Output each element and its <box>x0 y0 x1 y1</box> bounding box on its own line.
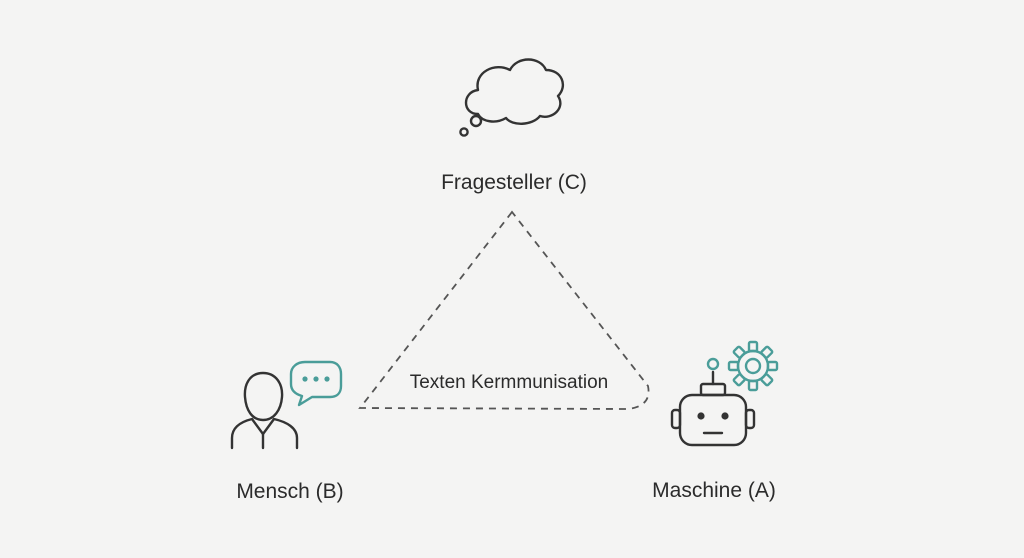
thought-bubble-icon <box>459 58 565 137</box>
gear-icon <box>727 340 779 392</box>
questioner-label: Fragesteller (C) <box>441 171 587 194</box>
communication-triangle <box>358 210 650 410</box>
robot-icon <box>670 357 756 447</box>
machine-label: Maschine (A) <box>652 479 776 502</box>
human-label: Mensch (B) <box>236 480 343 503</box>
speech-bubble-icon <box>289 360 343 407</box>
person-icon <box>230 371 299 450</box>
communication-label: Texten Kermmunisation <box>410 372 609 393</box>
